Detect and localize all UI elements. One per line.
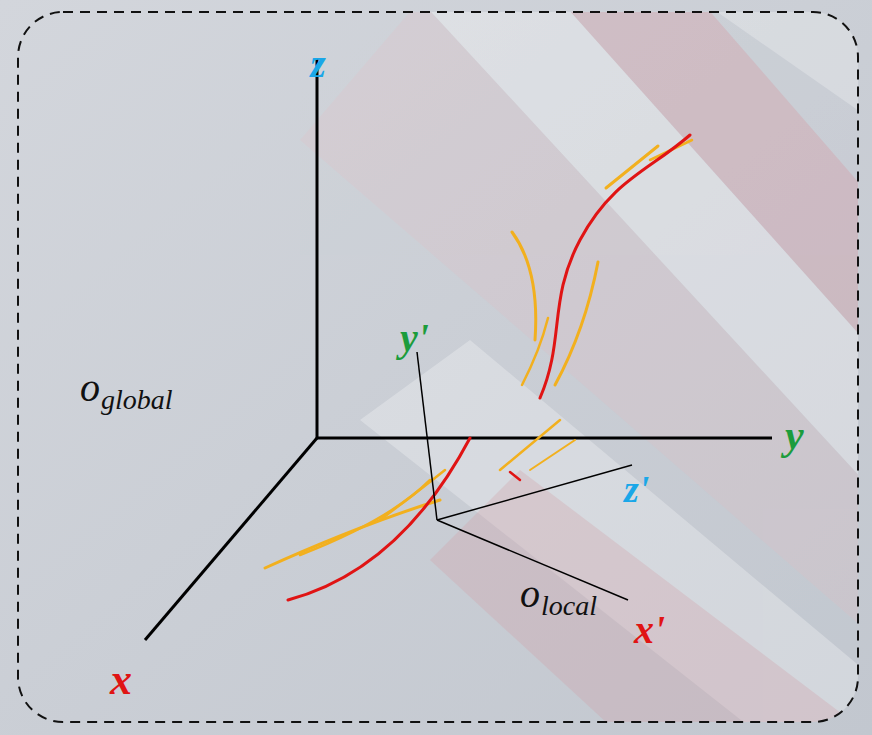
dashed-frame <box>18 12 858 722</box>
axis-label: y <box>785 414 804 456</box>
origin-subscript: local <box>541 592 597 620</box>
edge-curves <box>265 135 692 600</box>
origin-subscript: global <box>101 386 173 414</box>
axis-label: z' <box>624 470 649 508</box>
axis-label: z <box>310 44 326 84</box>
axis-label: y' <box>400 318 429 358</box>
global-axes <box>145 58 772 640</box>
local-axes <box>417 352 632 600</box>
cloth-image <box>300 12 858 722</box>
axis-label: x <box>110 658 132 702</box>
origin-label: o <box>80 368 100 408</box>
axis-label: x' <box>634 610 665 650</box>
origin-label: o <box>520 574 540 614</box>
